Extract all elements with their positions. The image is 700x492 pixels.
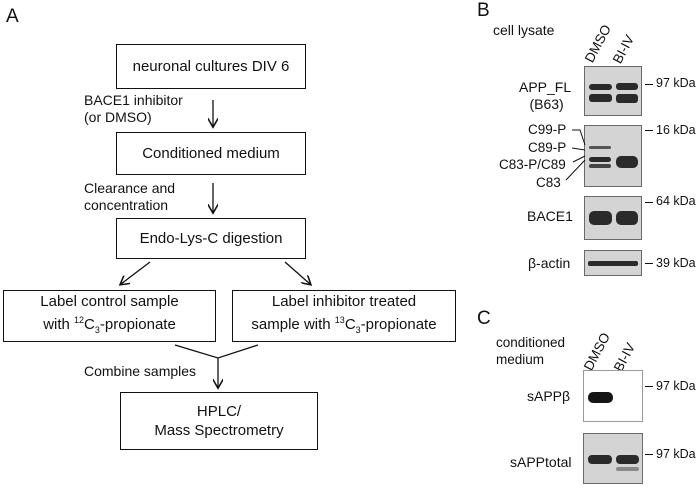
note-clearance-line1: Clearance and	[84, 180, 176, 196]
label-c83p: C83-P/C89	[499, 157, 566, 172]
step-label-inhibitor: Label inhibitor treated sample with 13C3…	[232, 290, 456, 342]
tick-64	[645, 202, 653, 203]
label-app-fl: APP_FL (B63)	[519, 79, 571, 113]
marker-39: 39 kDa	[656, 256, 696, 270]
label-inhibitor-sup: 13	[334, 315, 345, 325]
blot-bace1	[584, 196, 642, 240]
marker-64: 64 kDa	[656, 194, 696, 208]
blot-c-title-line2: medium	[496, 352, 545, 367]
panel-b-letter: B	[477, 0, 490, 21]
marker-97-b: 97 kDa	[656, 76, 696, 90]
arrow-4	[284, 261, 310, 284]
panel-c-letter: C	[477, 308, 491, 329]
arrow-3	[121, 261, 151, 284]
blot-c-title-line1: conditioned	[496, 335, 566, 350]
label-inhibitor-sub: 3	[355, 325, 361, 335]
marker-97-c2: 97 kDa	[656, 447, 696, 461]
note-inhibitor: BACE1 inhibitor (or DMSO)	[84, 92, 183, 126]
step-digestion-text: Endo-Lys-C digestion	[139, 230, 283, 247]
label-inhibitor-mid: C	[344, 316, 356, 333]
step-cultures: neuronal cultures DIV 6	[116, 44, 306, 89]
label-control-post: -propionate	[99, 316, 176, 333]
label-app-fl-ab: (B63)	[529, 96, 564, 112]
blot-b-lane-biiv: BI-IV	[609, 32, 638, 66]
panel-a-letter: A	[6, 6, 19, 27]
blot-sapptotal	[583, 433, 643, 484]
label-c89p: C89-P	[528, 140, 567, 155]
label-control-mid: C	[84, 316, 95, 333]
band-c99p-dmso	[589, 146, 611, 149]
band-sapptotal-dmso	[588, 455, 612, 464]
blot-actin	[584, 250, 642, 276]
label-app-fl-name: APP_FL	[519, 79, 572, 95]
label-bace1: BACE1	[527, 208, 573, 224]
band-bace1-biiv	[616, 211, 638, 225]
tick-97-c2	[645, 454, 653, 455]
band-appfl-biiv-lower	[616, 94, 638, 103]
blot-c-title: conditioned medium	[496, 334, 565, 368]
label-control-line1: Label control sample	[40, 293, 179, 310]
step-digestion: Endo-Lys-C digestion	[116, 218, 306, 259]
band-sapptotal-biiv	[616, 455, 639, 464]
label-sappb: sAPPβ	[527, 388, 571, 404]
label-inhibitor-line1: Label inhibitor treated	[271, 293, 417, 310]
tick-16	[645, 130, 653, 131]
band-sappb-dmso	[588, 392, 613, 403]
marker-16: 16 kDa	[656, 123, 696, 137]
band-appfl-dmso-upper	[589, 84, 612, 90]
label-control-sub: 3	[94, 325, 100, 335]
note-clearance: Clearance and concentration	[84, 180, 175, 214]
combine-lines	[174, 344, 259, 359]
label-sapptotal: sAPPtotal	[510, 454, 572, 470]
label-control-pre: with	[43, 316, 75, 333]
tick-97-b	[645, 84, 653, 85]
step-cultures-text: neuronal cultures DIV 6	[132, 58, 290, 75]
blot-app-fl	[584, 66, 642, 116]
band-c83p-biiv	[616, 156, 638, 168]
marker-97-c1: 97 kDa	[656, 379, 696, 393]
tick-97-c1	[645, 386, 653, 387]
blot-sappb	[583, 370, 643, 422]
label-inhibitor-pre: sample with	[251, 316, 335, 333]
label-inhibitor-post: -propionate	[360, 316, 437, 333]
band-c83p-dmso	[589, 164, 611, 168]
blot-b-title: cell lysate	[493, 22, 555, 38]
hplc-line1: HPLC/	[196, 403, 242, 420]
tick-39	[645, 263, 653, 264]
label-actin: β-actin	[528, 255, 571, 271]
label-control-line2: with 12C3-propionate	[40, 311, 178, 340]
blot-c-lane-dmso: DMSO	[580, 330, 614, 373]
band-bace1-dmso	[589, 211, 612, 225]
note-inhibitor-line1: BACE1 inhibitor	[84, 92, 183, 108]
band-c89p-dmso	[589, 157, 611, 162]
hplc-line2: Mass Spectrometry	[154, 422, 284, 439]
flow-arrows	[0, 100, 470, 492]
blot-c-lane-biiv: BI-IV	[610, 340, 639, 374]
band-actin	[588, 261, 638, 266]
band-appfl-dmso-lower	[589, 94, 612, 102]
note-combine: Combine samples	[84, 363, 197, 379]
label-c99p: C99-P	[528, 122, 567, 137]
step-conditioned-medium: Conditioned medium	[116, 132, 306, 175]
label-inhibitor-line2: sample with 13C3-propionate	[251, 311, 436, 340]
label-c83: C83	[536, 175, 561, 190]
ctf-leader-lines	[565, 129, 586, 181]
band-sapptotal-biiv-lower	[616, 467, 639, 471]
note-inhibitor-line2: (or DMSO)	[84, 109, 152, 125]
step-label-control: Label control sample with 12C3-propionat…	[3, 290, 216, 342]
blot-ctf	[584, 125, 642, 187]
step-hplc-ms: HPLC/ Mass Spectrometry	[120, 392, 318, 450]
note-clearance-line2: concentration	[84, 197, 169, 213]
label-control-sup: 12	[74, 315, 85, 325]
band-appfl-biiv-upper	[616, 83, 638, 90]
step-conditioned-medium-text: Conditioned medium	[142, 145, 280, 162]
